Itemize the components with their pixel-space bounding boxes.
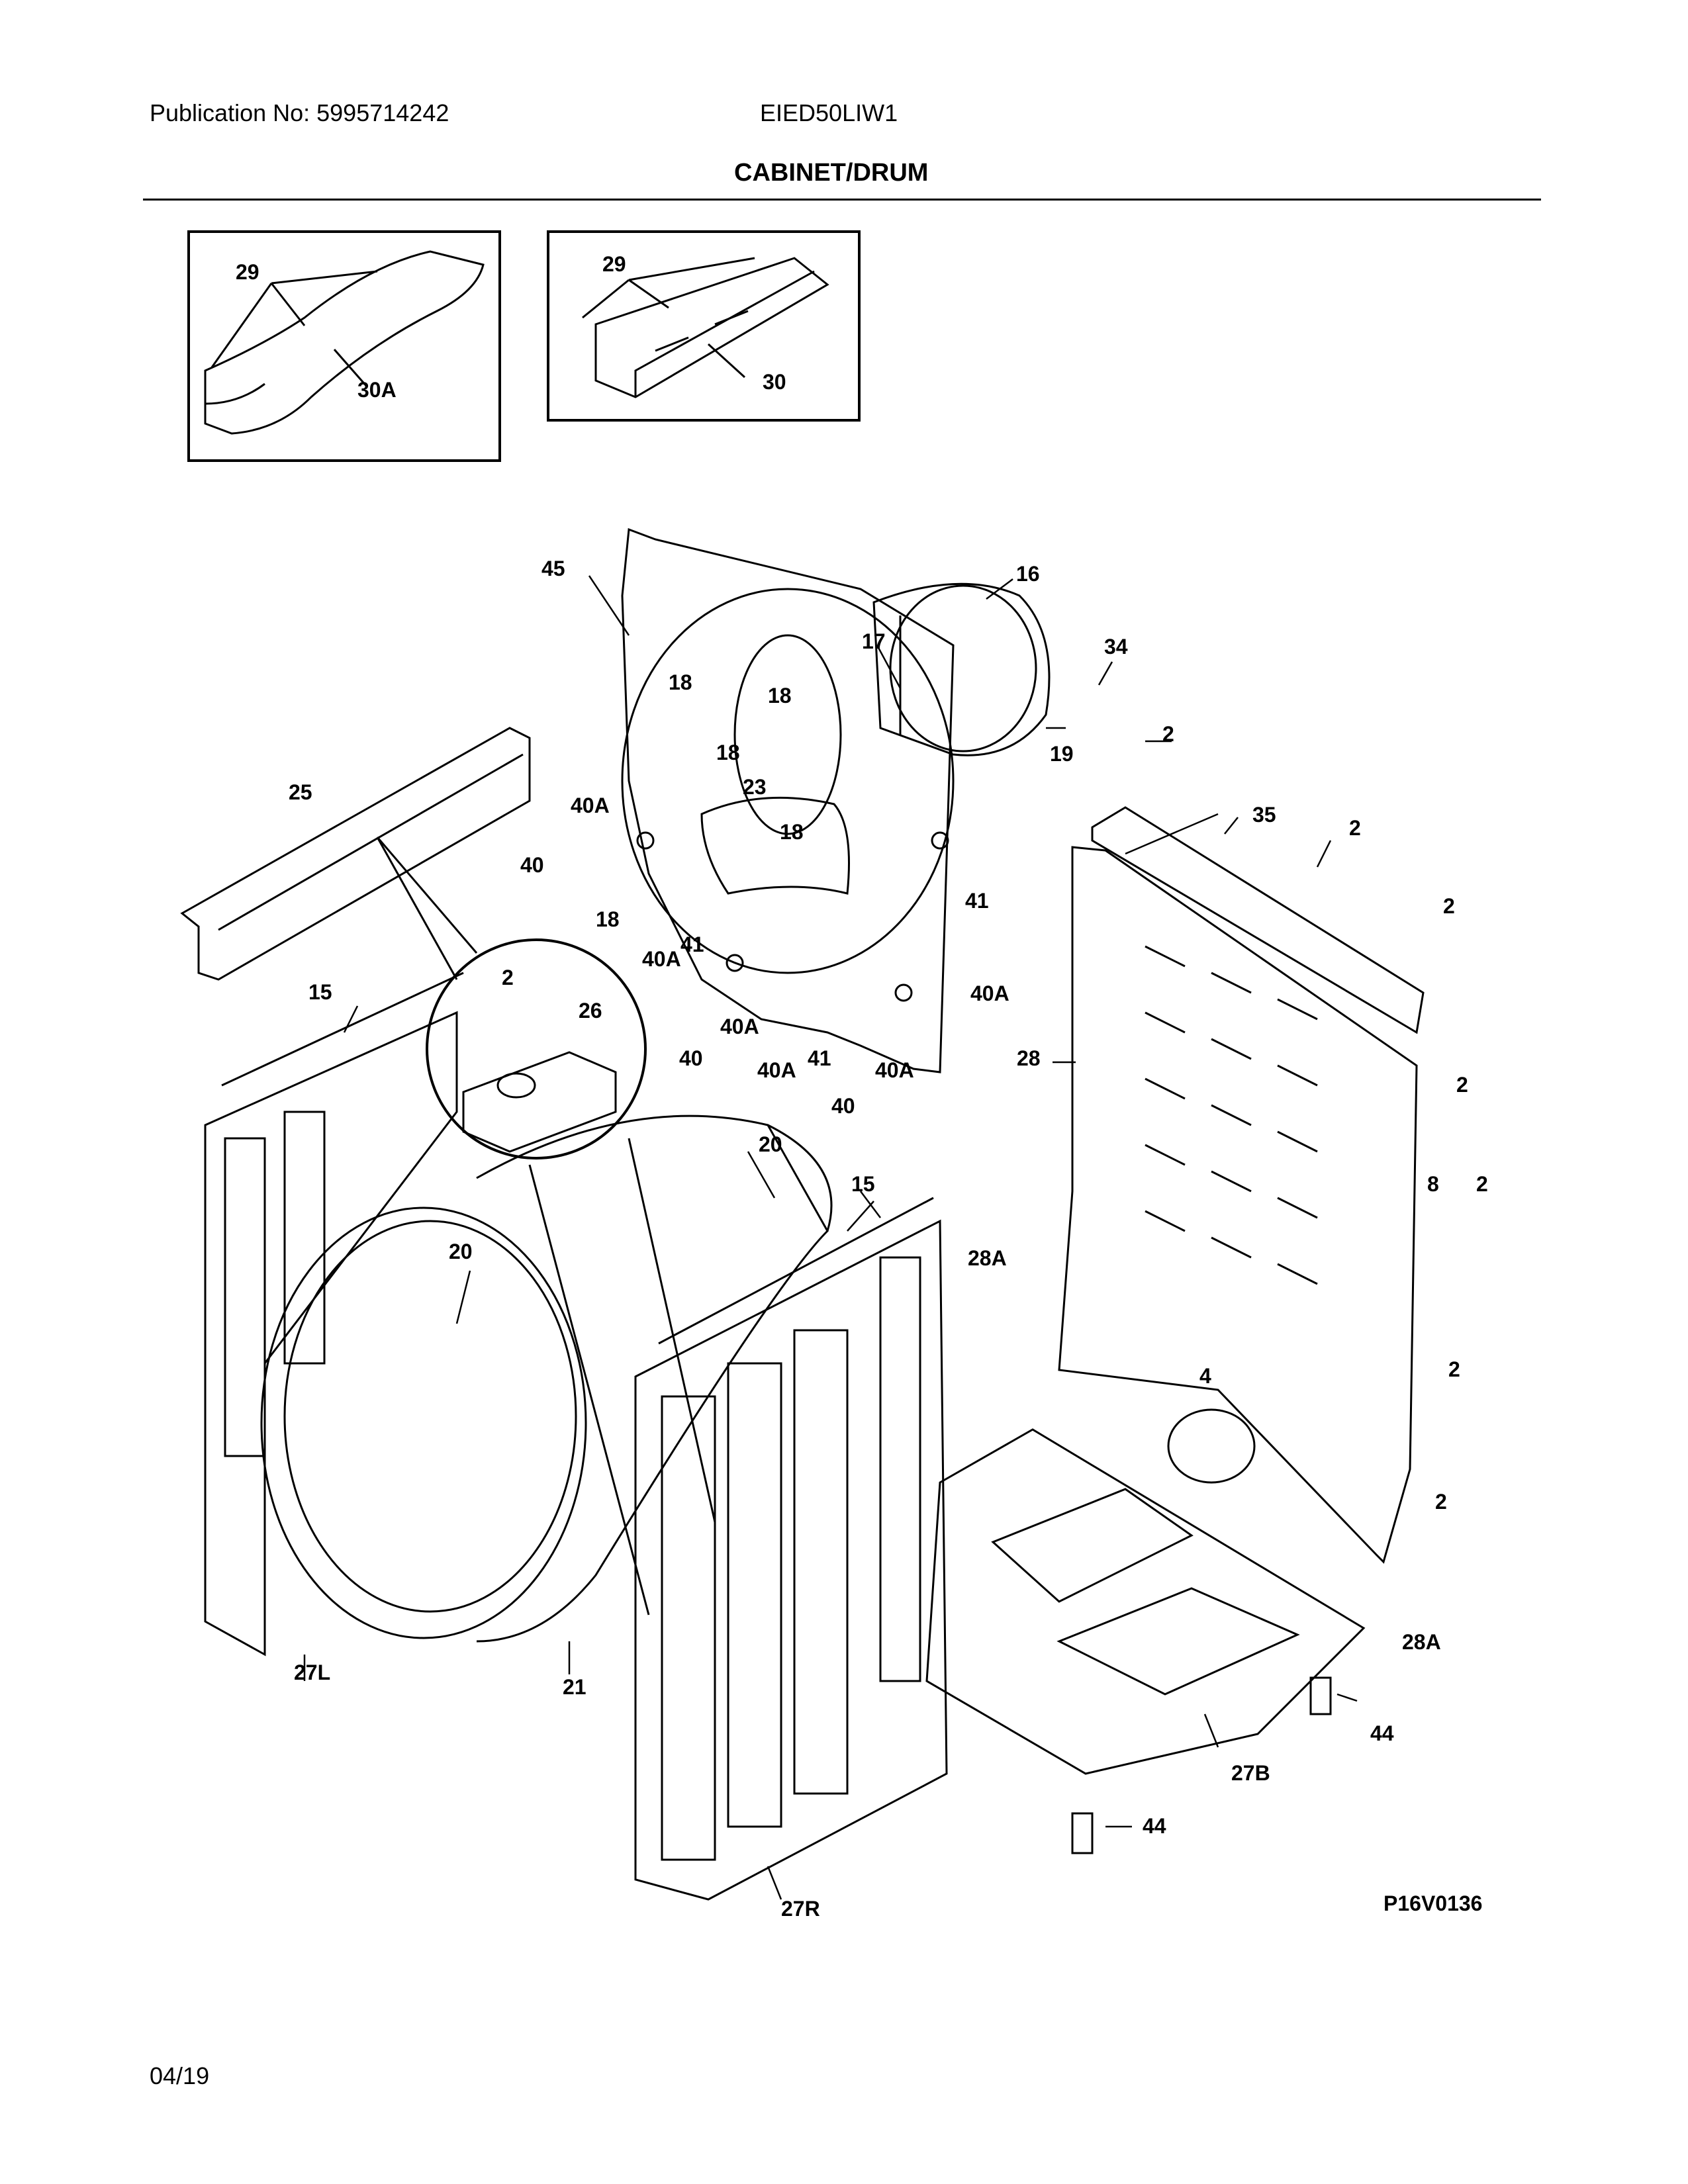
callout-40a: 40A: [642, 947, 681, 971]
figure-code: P16V0136: [1383, 1891, 1483, 1915]
callout-18: 18: [669, 670, 692, 694]
callout-4: 4: [1199, 1364, 1211, 1388]
callout-40a: 40A: [875, 1058, 914, 1082]
callout-17: 17: [862, 629, 886, 653]
callout-2: 2: [1162, 722, 1174, 746]
callout-19: 19: [1050, 742, 1074, 766]
callout-15: 15: [851, 1172, 875, 1196]
callout-30a: 30A: [357, 378, 397, 402]
callout-28a: 28A: [1402, 1630, 1441, 1654]
callout-23: 23: [743, 775, 767, 799]
callout-2: 2: [1443, 894, 1455, 918]
callout-18: 18: [596, 907, 620, 931]
leader-lines: [303, 575, 1358, 1900]
callout-29: 29: [236, 260, 259, 284]
callout-40a: 40A: [720, 1015, 759, 1038]
control-board-detail-26: [376, 837, 647, 1160]
header-rule: [143, 199, 1541, 201]
callout-18: 18: [780, 820, 804, 844]
callout-20: 20: [449, 1240, 473, 1263]
callout-26: 26: [579, 999, 602, 1023]
callout-35: 35: [1252, 803, 1276, 827]
lint-filter-housing-16: [872, 582, 1051, 756]
callout-16: 16: [1016, 562, 1040, 586]
revision-date: 04/19: [150, 2062, 210, 2089]
drum-21: [260, 1115, 833, 1643]
callout-40a: 40A: [571, 794, 610, 817]
callout-2: 2: [1349, 816, 1361, 840]
model-number: EIED50LIW1: [760, 99, 898, 126]
callout-29: 29: [602, 252, 626, 276]
callout-2: 2: [1448, 1357, 1460, 1381]
callout-18: 18: [716, 741, 740, 764]
callout-34: 34: [1104, 635, 1128, 659]
callout-21: 21: [563, 1675, 586, 1699]
callout-44: 44: [1143, 1814, 1166, 1838]
inset-part-30: [547, 230, 861, 422]
callout-27b: 27B: [1231, 1761, 1270, 1785]
callout-40: 40: [520, 853, 544, 877]
callout-41: 41: [680, 933, 704, 956]
callout-40: 40: [831, 1094, 855, 1118]
callout-labels: 29 30A 29 30 45 16 17 34 19 18 18 18 23 …: [236, 252, 1488, 1921]
callout-40a: 40A: [757, 1058, 796, 1082]
publication-number: Publication No: 5995714242: [150, 99, 449, 126]
callout-15: 15: [308, 980, 332, 1004]
callout-41: 41: [808, 1046, 831, 1070]
callout-28a: 28A: [968, 1246, 1007, 1270]
page-title: CABINET/DRUM: [734, 159, 929, 187]
callout-8: 8: [1427, 1172, 1439, 1196]
callout-27l: 27L: [294, 1661, 330, 1684]
callout-2: 2: [1456, 1073, 1468, 1097]
callout-40: 40: [679, 1046, 703, 1070]
callout-30: 30: [763, 370, 786, 394]
callout-27r: 27R: [781, 1897, 820, 1921]
callout-2: 2: [1476, 1172, 1488, 1196]
rear-panel-28: [1058, 806, 1425, 1564]
callout-2: 2: [502, 966, 514, 989]
left-side-panel-27l: [204, 972, 464, 1657]
rear-bulkhead-45: [621, 527, 955, 1073]
callout-41: 41: [965, 889, 989, 913]
base-27b: [925, 1428, 1366, 1775]
inset-part-30a: [187, 230, 501, 462]
callout-45: 45: [541, 557, 565, 580]
top-rail-25: [180, 727, 531, 981]
right-side-panel-27r: [634, 1197, 948, 1901]
callout-20: 20: [759, 1132, 782, 1156]
callout-44: 44: [1370, 1721, 1394, 1745]
leveling-feet-44: [1071, 1676, 1332, 1854]
callout-2: 2: [1435, 1490, 1447, 1514]
callout-18: 18: [768, 684, 792, 707]
callout-25: 25: [289, 780, 312, 804]
callout-40a: 40A: [970, 981, 1009, 1005]
callout-28: 28: [1017, 1046, 1041, 1070]
